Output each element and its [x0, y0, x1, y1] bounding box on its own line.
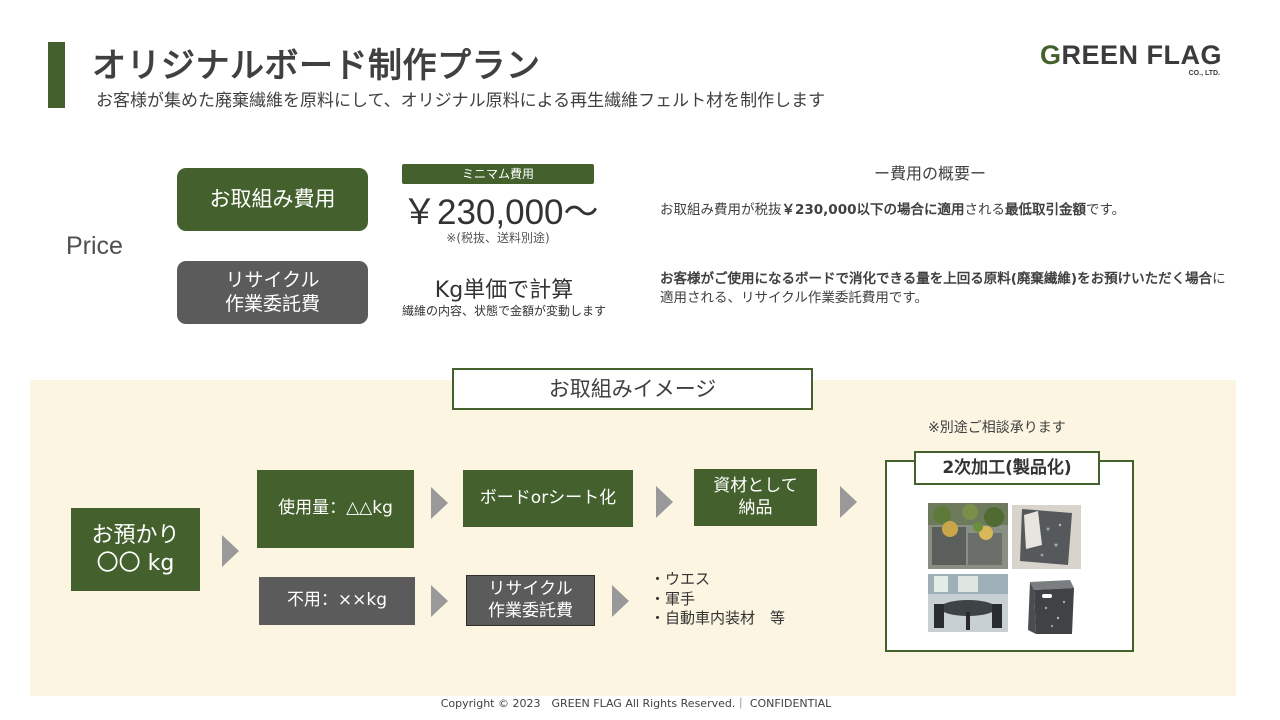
overview-1-text-c: される	[964, 202, 1006, 218]
overview-participation: お取組み費用が税抜￥230,000以下の場合に適用される最低取引金額です。	[660, 198, 1125, 218]
arrow-right-icon	[222, 535, 239, 567]
deposit-line1: お預かり	[91, 523, 180, 548]
recycle-fee-line2: 作業委託費	[224, 292, 320, 315]
box-photo	[1018, 574, 1084, 638]
overview-1-text-a: お取組み費用が税抜	[660, 202, 782, 218]
overview-1-text-e: です。	[1086, 202, 1126, 218]
logo-wordmark: GREEN FLAG	[1030, 40, 1222, 70]
deposit-line2: 〇〇 kg	[96, 550, 175, 576]
board-sample-photo	[1012, 505, 1081, 569]
material-line1: 資材として	[713, 476, 798, 497]
board-process-box: ボードorシート化	[463, 470, 633, 527]
logo-rest: REEN FLAG	[1061, 40, 1222, 70]
page-title: オリジナルボード制作プラン	[92, 46, 541, 86]
arrow-right-icon	[431, 487, 448, 519]
price-note: ※(税抜、送料別途)	[446, 231, 550, 245]
title-accent-bar	[48, 42, 65, 108]
use-item: ・軍手	[650, 589, 696, 608]
page-subtitle: お客様が集めた廃棄繊維を原料にして、オリジナル原料による再生繊維フェルト材を制作…	[96, 91, 826, 111]
overview-2-text-b: に適用される、リサイクル作業委託費用です。	[660, 271, 1226, 306]
price-label: Price	[66, 232, 123, 260]
material-line2: 納品	[738, 497, 773, 518]
overview-1-text-b: ￥230,000以下の場合に適用	[781, 202, 965, 218]
arrow-right-icon	[612, 585, 629, 617]
flow-title: お取組みイメージ	[452, 368, 813, 410]
overview-title: ー費用の概要ー	[873, 164, 986, 183]
footer-copyright: Copyright © 2023 GREEN FLAG All Rights R…	[440, 697, 832, 710]
overview-recycle: お客様がご使用になるボードで消化できる量を上回る原料(廃棄繊維)をお預けいただく…	[660, 270, 1230, 308]
use-amount-box: 使用量：△△kg	[257, 470, 414, 548]
recycle-fee-line1: リサイクル	[225, 268, 320, 291]
recycle-uses-list: ・ウエス・軍手・自動車内装材 等	[650, 570, 785, 629]
kg-unit-calc: Kg単価で計算	[434, 278, 574, 303]
arrow-right-icon	[840, 486, 857, 518]
recycle-fee-box: リサイクル作業委託費	[466, 575, 595, 626]
recycle-fee-label: リサイクル作業委託費	[177, 261, 368, 324]
arrow-right-icon	[656, 486, 673, 518]
unused-amount-box: 不用：××kg	[259, 577, 415, 625]
use-item: ・自動車内装材 等	[650, 609, 786, 627]
company-logo: GREEN FLAG CO., LTD.	[1030, 40, 1222, 78]
logo-g: G	[1039, 40, 1062, 70]
deposit-box: お預かり〇〇 kg	[71, 508, 200, 591]
logo-sub: CO., LTD.	[1188, 70, 1220, 77]
table-photo	[928, 574, 1008, 632]
product-frame	[885, 460, 1134, 652]
consult-note: ※別途ご相談承ります	[928, 420, 1066, 436]
price-amount: ￥230,000～	[402, 193, 599, 232]
participation-fee-label: お取組み費用	[177, 168, 368, 231]
kg-unit-note: 繊維の内容、状態で金額が変動します	[401, 304, 606, 318]
secondary-processing-label: 2次加工(製品化)	[914, 451, 1100, 485]
arrow-right-icon	[431, 585, 448, 617]
minimum-fee-tag: ミニマム費用	[402, 164, 594, 184]
material-delivery-box: 資材として納品	[694, 469, 817, 526]
overview-1-text-d: 最低取引金額	[1005, 202, 1086, 218]
recycle-box-line1: リサイクル	[488, 579, 573, 600]
overview-2-text-a: お客様がご使用になるボードで消化できる量を上回る原料(廃棄繊維)をお預けいただく…	[660, 271, 1213, 287]
planter-photo	[928, 503, 1008, 569]
recycle-box-line2: 作業委託費	[488, 600, 573, 621]
use-item: ・ウエス	[650, 570, 711, 588]
